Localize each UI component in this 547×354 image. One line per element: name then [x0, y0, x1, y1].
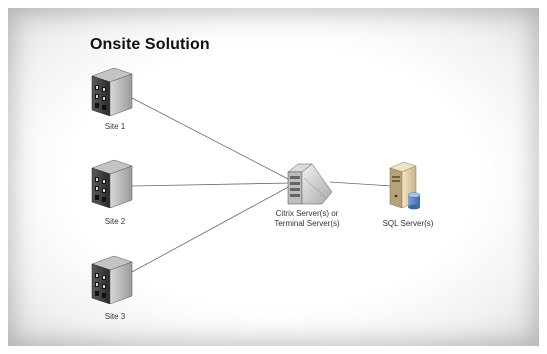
citrix-server-icon: [287, 163, 333, 205]
link-site3-citrix: [131, 184, 293, 273]
site3-label: Site 3: [104, 312, 126, 321]
site2-label: Site 2: [104, 217, 126, 226]
link-site2-citrix: [131, 182, 293, 187]
link-citrix-sql: [329, 181, 393, 187]
link-site1-citrix: [131, 97, 293, 182]
site3-building-icon: [91, 255, 133, 305]
site2-building-icon: [91, 159, 133, 209]
connection-lines: [131, 97, 393, 273]
citrix-label-line2: Terminal Server(s): [274, 219, 340, 228]
diagram-title: Onsite Solution: [90, 36, 210, 53]
sql-server-icon: [389, 161, 421, 210]
sql-label: SQL Server(s): [382, 219, 434, 228]
citrix-label-line1: Citrix Server(s) or: [275, 209, 339, 218]
site1-label: Site 1: [104, 122, 126, 131]
site1-building-icon: [91, 67, 133, 117]
